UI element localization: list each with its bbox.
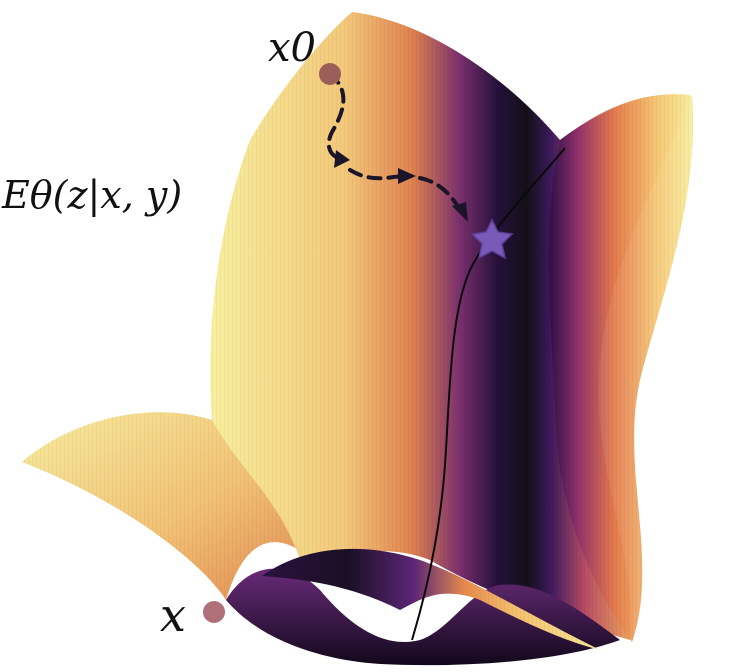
start-point-marker (319, 63, 341, 85)
path-arrowhead-1 (334, 150, 350, 168)
input-label-text: x (160, 588, 186, 642)
surface-bottom-crest (262, 548, 600, 650)
path-arrowhead-2 (398, 168, 416, 184)
optimization-path-segment-2 (348, 168, 404, 181)
input-point-marker (203, 601, 225, 623)
optimum-star-marker (470, 218, 514, 260)
energy-function-label: Eθ(z|x, y) (2, 176, 182, 214)
energy-label-text: Eθ(z|x, y) (2, 173, 183, 217)
path-arrowhead-3 (452, 202, 468, 222)
input-label: x (160, 592, 186, 638)
start-label-text: x0 (268, 25, 317, 71)
optimization-path (326, 72, 346, 162)
start-label: x0 (268, 28, 316, 68)
valley-minimum-curve (411, 147, 566, 641)
